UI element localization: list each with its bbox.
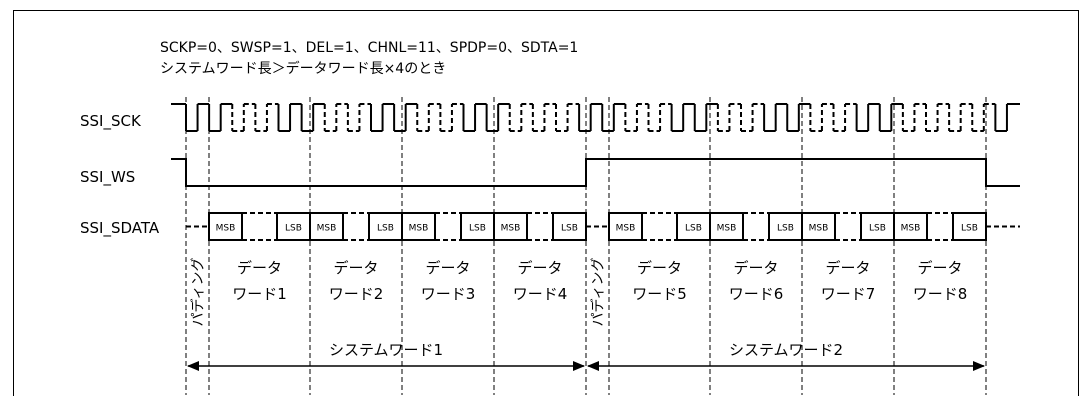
msb-label: MSB	[216, 224, 236, 234]
data-word-label: データ	[825, 259, 870, 277]
data-word-label: ワード5	[632, 285, 687, 303]
data-word-label: ワード8	[913, 285, 968, 303]
msb-label: MSB	[717, 224, 737, 234]
data-word-label: ワード7	[821, 285, 876, 303]
data-word-label: ワード1	[232, 285, 287, 303]
msb-bit-box	[309, 212, 344, 241]
padding-label: パディング	[590, 257, 607, 326]
msb-bit-box	[493, 212, 528, 241]
msb-bit-box	[208, 212, 243, 241]
data-word-label: ワード6	[729, 285, 784, 303]
lsb-bit-box	[952, 212, 987, 241]
lsb-bit-box	[676, 212, 711, 241]
data-word-label: データ	[333, 259, 378, 277]
lsb-bit-box	[552, 212, 587, 241]
data-word-label: データ	[237, 259, 282, 277]
data-word-label: データ	[733, 259, 778, 277]
lsb-label: LSB	[469, 224, 486, 234]
msb-label: MSB	[616, 224, 636, 234]
ssi-sck-label: SSI_SCK	[80, 112, 142, 131]
data-word-label: データ	[917, 259, 962, 277]
data-word-label: データ	[425, 259, 470, 277]
msb-label: MSB	[409, 224, 429, 234]
arrowhead	[587, 361, 599, 371]
lsb-label: LSB	[377, 224, 394, 234]
msb-label: MSB	[901, 224, 921, 234]
ssi-sdata-label: SSI_SDATA	[80, 219, 160, 238]
lsb-label: LSB	[285, 224, 302, 234]
system-word-label: システムワード1	[329, 341, 443, 359]
arrowhead	[973, 361, 985, 371]
ssi-ws-label: SSI_WS	[80, 168, 135, 187]
diagram-frame	[13, 10, 1079, 396]
lsb-label: LSB	[869, 224, 886, 234]
msb-bit-box	[709, 212, 744, 241]
arrowhead	[187, 361, 199, 371]
ssi-sck-waveform	[171, 103, 1020, 132]
lsb-bit-box	[368, 212, 403, 241]
condition-note-text: システムワード長＞データワード長×4のとき	[160, 60, 446, 77]
conditions-text: SCKP=0、SWSP=1、DEL=1、CHNL=11、SPDP=0、SDTA=…	[160, 40, 578, 56]
lsb-label: LSB	[961, 224, 978, 234]
msb-label: MSB	[809, 224, 829, 234]
msb-bit-box	[401, 212, 436, 241]
arrowhead	[573, 361, 585, 371]
padding-label: パディング	[190, 257, 207, 326]
lsb-label: LSB	[777, 224, 794, 234]
msb-label: MSB	[501, 224, 521, 234]
ssi-sdata-waveform: MSB LSB MSB LSB MSB LSB MSB LSB MSB LSB MSB LSB MSB L…	[186, 212, 1020, 241]
boundary-lines	[185, 97, 987, 395]
data-word-label: データ	[517, 259, 562, 277]
msb-bit-box	[608, 212, 643, 241]
data-word-label: ワード3	[421, 285, 476, 303]
lsb-label: LSB	[685, 224, 702, 234]
data-word-label: ワード2	[329, 285, 384, 303]
msb-label: MSB	[317, 224, 337, 234]
data-word-label: データ	[637, 259, 682, 277]
msb-bit-box	[801, 212, 836, 241]
ssi-ws-waveform	[171, 158, 1020, 187]
system-word-arrows: システムワード1 システムワード2	[187, 341, 985, 371]
msb-bit-box	[893, 212, 928, 241]
system-word-label: システムワード2	[729, 341, 843, 359]
lsb-label: LSB	[561, 224, 578, 234]
ws-waveform-line	[171, 158, 1020, 187]
data-word-label: ワード4	[513, 285, 568, 303]
